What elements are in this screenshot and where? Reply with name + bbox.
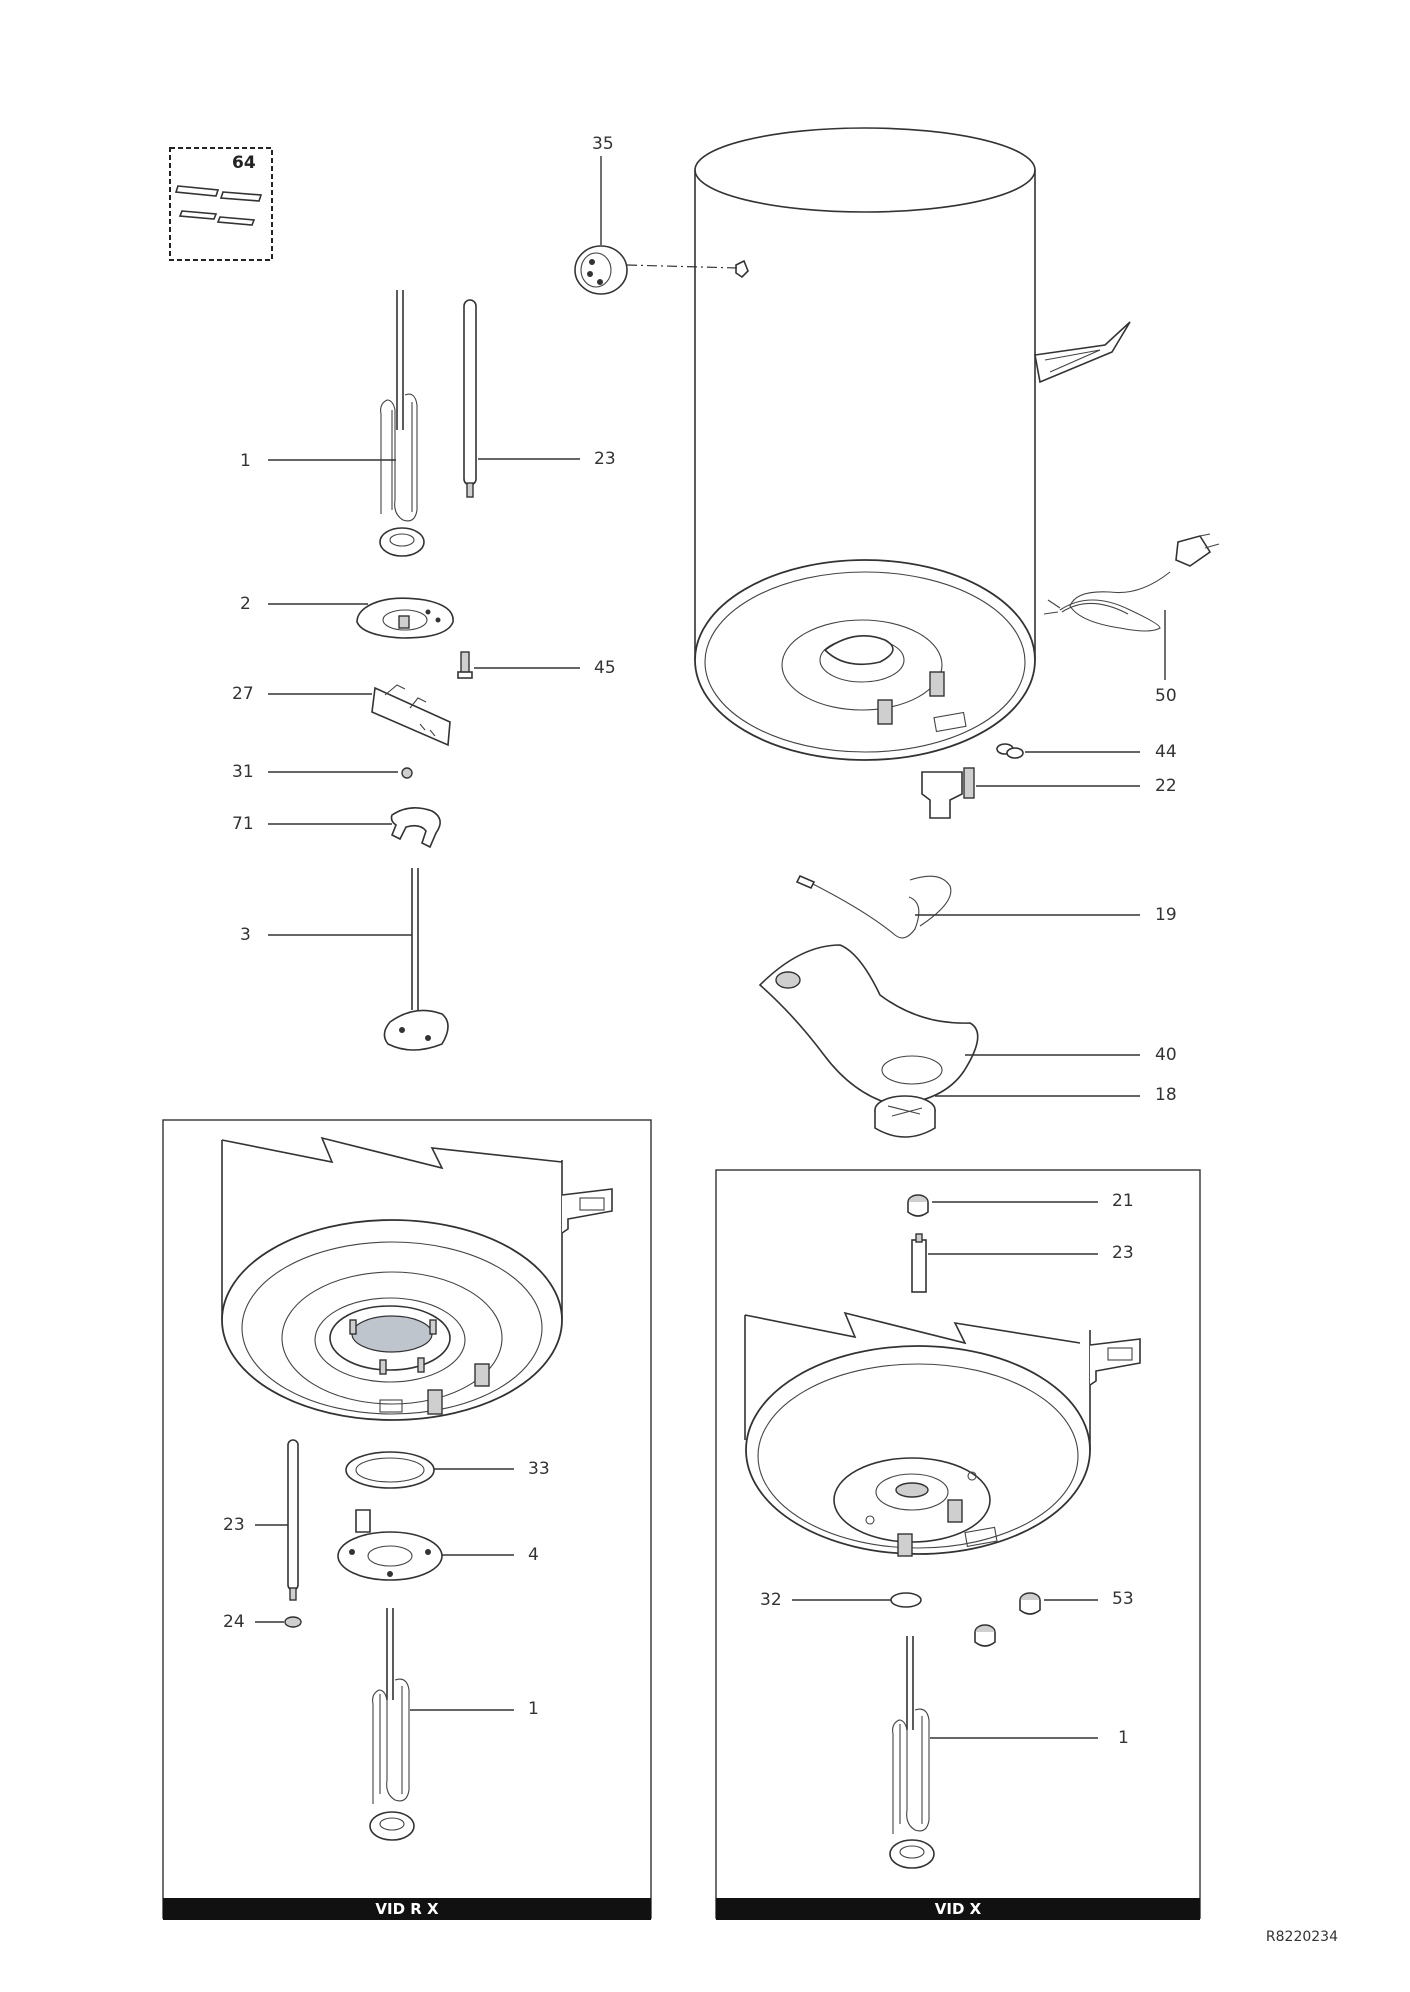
panel-title-vid-x: VID X bbox=[935, 1900, 982, 1918]
panel-vid-x: VID X 21 23 32 53 bbox=[715, 1169, 1201, 1920]
panel-title-vid-r-x: VID R X bbox=[375, 1900, 439, 1918]
part-44-washer: 44 bbox=[996, 742, 1177, 762]
label-23-right: 23 bbox=[1112, 1243, 1134, 1263]
part-18-knob: 18 bbox=[874, 1085, 1177, 1138]
part-27-bracket: 27 bbox=[232, 684, 451, 747]
part-45-screw: 45 bbox=[457, 651, 616, 679]
part-3-thermostat: 3 bbox=[240, 868, 449, 1051]
part-2-flange-plate: 2 bbox=[240, 594, 454, 639]
part-31-nut: 31 bbox=[232, 762, 413, 782]
label-27: 27 bbox=[232, 684, 254, 704]
label-23-top: 23 bbox=[594, 449, 616, 469]
label-1-top: 1 bbox=[240, 451, 251, 471]
label-32: 32 bbox=[760, 1590, 782, 1610]
label-45: 45 bbox=[594, 658, 616, 678]
panel-vid-r-x: VID R X 33 4 23 bbox=[162, 1119, 652, 1920]
part-22-safety-valve: 22 bbox=[921, 767, 1177, 819]
label-50: 50 bbox=[1155, 686, 1177, 706]
label-40: 40 bbox=[1155, 1045, 1177, 1065]
label-3: 3 bbox=[240, 925, 251, 945]
part-40-bottom-cover: 40 bbox=[758, 944, 1177, 1106]
label-2: 2 bbox=[240, 594, 251, 614]
label-33: 33 bbox=[528, 1459, 550, 1479]
part-50-power-cord: 50 bbox=[1043, 533, 1220, 706]
label-23-left: 23 bbox=[223, 1515, 245, 1535]
label-19: 19 bbox=[1155, 905, 1177, 925]
label-71: 71 bbox=[232, 814, 254, 834]
part-23-anode-top: 23 bbox=[463, 299, 616, 498]
accessory-kit-64: 64 bbox=[169, 147, 273, 261]
label-44: 44 bbox=[1155, 742, 1177, 762]
label-24: 24 bbox=[223, 1612, 245, 1632]
label-53: 53 bbox=[1112, 1589, 1134, 1609]
label-31: 31 bbox=[232, 762, 254, 782]
label-18: 18 bbox=[1155, 1085, 1177, 1105]
label-21: 21 bbox=[1112, 1191, 1134, 1211]
part-1-heating-element: 1 bbox=[240, 290, 425, 557]
label-1-left: 1 bbox=[528, 1699, 539, 1719]
part-19-wire: 19 bbox=[795, 874, 1177, 939]
water-heater-tank bbox=[694, 127, 1131, 761]
label-35: 35 bbox=[592, 134, 614, 154]
label-22: 22 bbox=[1155, 776, 1177, 796]
part-35-thermostat-knob: 35 bbox=[574, 134, 739, 295]
reference-code: R8220234 bbox=[1266, 1929, 1338, 1945]
label-4: 4 bbox=[528, 1545, 539, 1565]
part-71-clip: 71 bbox=[232, 807, 441, 849]
label-1-right: 1 bbox=[1118, 1728, 1129, 1748]
label-64: 64 bbox=[232, 153, 256, 173]
